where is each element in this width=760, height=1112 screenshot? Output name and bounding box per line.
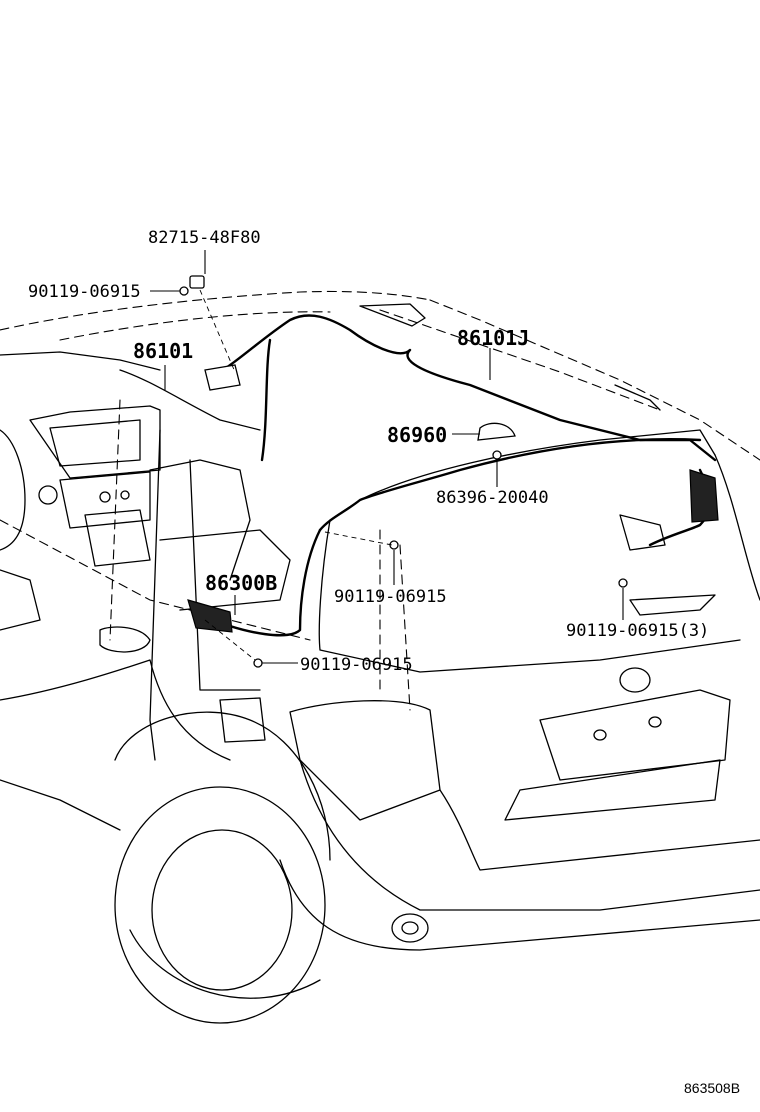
roof-right-edge	[429, 299, 760, 461]
hatch-right-edge	[714, 454, 760, 601]
leader-86101-dashed	[199, 289, 236, 373]
callout-86101j: 86101J	[457, 326, 529, 350]
roof-antenna-cord	[213, 314, 717, 462]
quarter-antenna-cord	[198, 528, 322, 637]
diagram-reference-code: 863508B	[684, 1080, 740, 1096]
display-screen	[49, 419, 141, 467]
amplifier-86300b	[187, 599, 233, 633]
callout-90119-06915-3: 90119-06915(3)	[566, 621, 709, 641]
rear-wiper	[629, 594, 716, 616]
hatch-edge-dashed	[379, 529, 411, 711]
pillar-cord	[260, 338, 272, 462]
antenna-86960	[477, 422, 516, 441]
callout-90119-06915-top: 90119-06915	[28, 282, 141, 302]
leader-90119-mid-dashed	[324, 531, 393, 546]
roof-front-edge	[0, 290, 431, 331]
bumper-lower	[279, 859, 760, 951]
rear-door-lower	[0, 659, 231, 761]
callout-82715-48f80: 82715-48F80	[148, 228, 261, 248]
plate-lamp-left	[593, 729, 607, 741]
callout-90119-06915-lower: 90119-06915	[300, 655, 413, 675]
rear-glass-bottom	[318, 519, 741, 673]
rear-glass-top	[329, 429, 716, 521]
rear-wheel	[114, 786, 326, 1024]
license-recess-upper	[539, 689, 731, 781]
door-handle	[99, 626, 151, 653]
center-console	[59, 471, 151, 529]
screw-90119-hatch	[618, 578, 628, 588]
spoiler-edge	[614, 384, 661, 411]
fuel-door	[219, 697, 266, 743]
hatch-antenna-cord	[318, 438, 702, 532]
rear-fog-lamp	[391, 913, 429, 943]
plate-lamp-right	[648, 716, 662, 728]
callout-86101: 86101	[133, 339, 193, 363]
callout-86396-20040: 86396-20040	[436, 488, 549, 508]
center-display	[29, 405, 161, 479]
b-pillar	[149, 429, 161, 761]
console-knob-2	[120, 490, 130, 500]
rocker-line	[0, 779, 121, 831]
screw-90119-lower	[253, 658, 263, 668]
callout-86300b: 86300B	[205, 571, 277, 595]
dash-top-line	[0, 351, 161, 371]
screw-90119-top	[179, 286, 189, 296]
roof-antenna-base	[359, 303, 426, 327]
callout-86960: 86960	[387, 423, 447, 447]
vent-left	[38, 485, 58, 505]
roof-inner-edge	[59, 311, 331, 341]
leader-90119-lower-dashed	[204, 619, 256, 661]
belt-line	[0, 519, 311, 641]
hatch-amplifier	[689, 469, 719, 523]
gear-area	[84, 509, 151, 567]
console-knob	[99, 491, 111, 503]
tail-lamp-left	[289, 700, 441, 821]
roof-rail-line	[379, 309, 661, 411]
rear-wheel-rim	[151, 829, 293, 991]
bumper-mid	[299, 759, 760, 911]
rear-fog-lamp-inner	[401, 921, 419, 935]
door-panel-left	[0, 569, 41, 631]
license-plate-area	[504, 759, 721, 821]
cord-connector-86101	[204, 364, 241, 391]
wheel-arch	[114, 711, 331, 861]
steering-wheel	[0, 429, 26, 551]
c-pillar-inner	[189, 459, 261, 691]
seat-back	[149, 459, 251, 581]
b-pillar-top	[119, 369, 261, 431]
nut-86396-20040	[492, 450, 502, 460]
callout-90119-06915-mid: 90119-06915	[334, 587, 447, 607]
bumper-top	[439, 789, 760, 871]
tire-lower	[129, 929, 321, 999]
clip-82715-48f80	[189, 275, 205, 289]
rear-emblem	[619, 667, 651, 693]
door-edge-dashed	[109, 399, 121, 641]
seat-cushion	[159, 529, 291, 611]
hatch-bracket	[619, 514, 666, 551]
